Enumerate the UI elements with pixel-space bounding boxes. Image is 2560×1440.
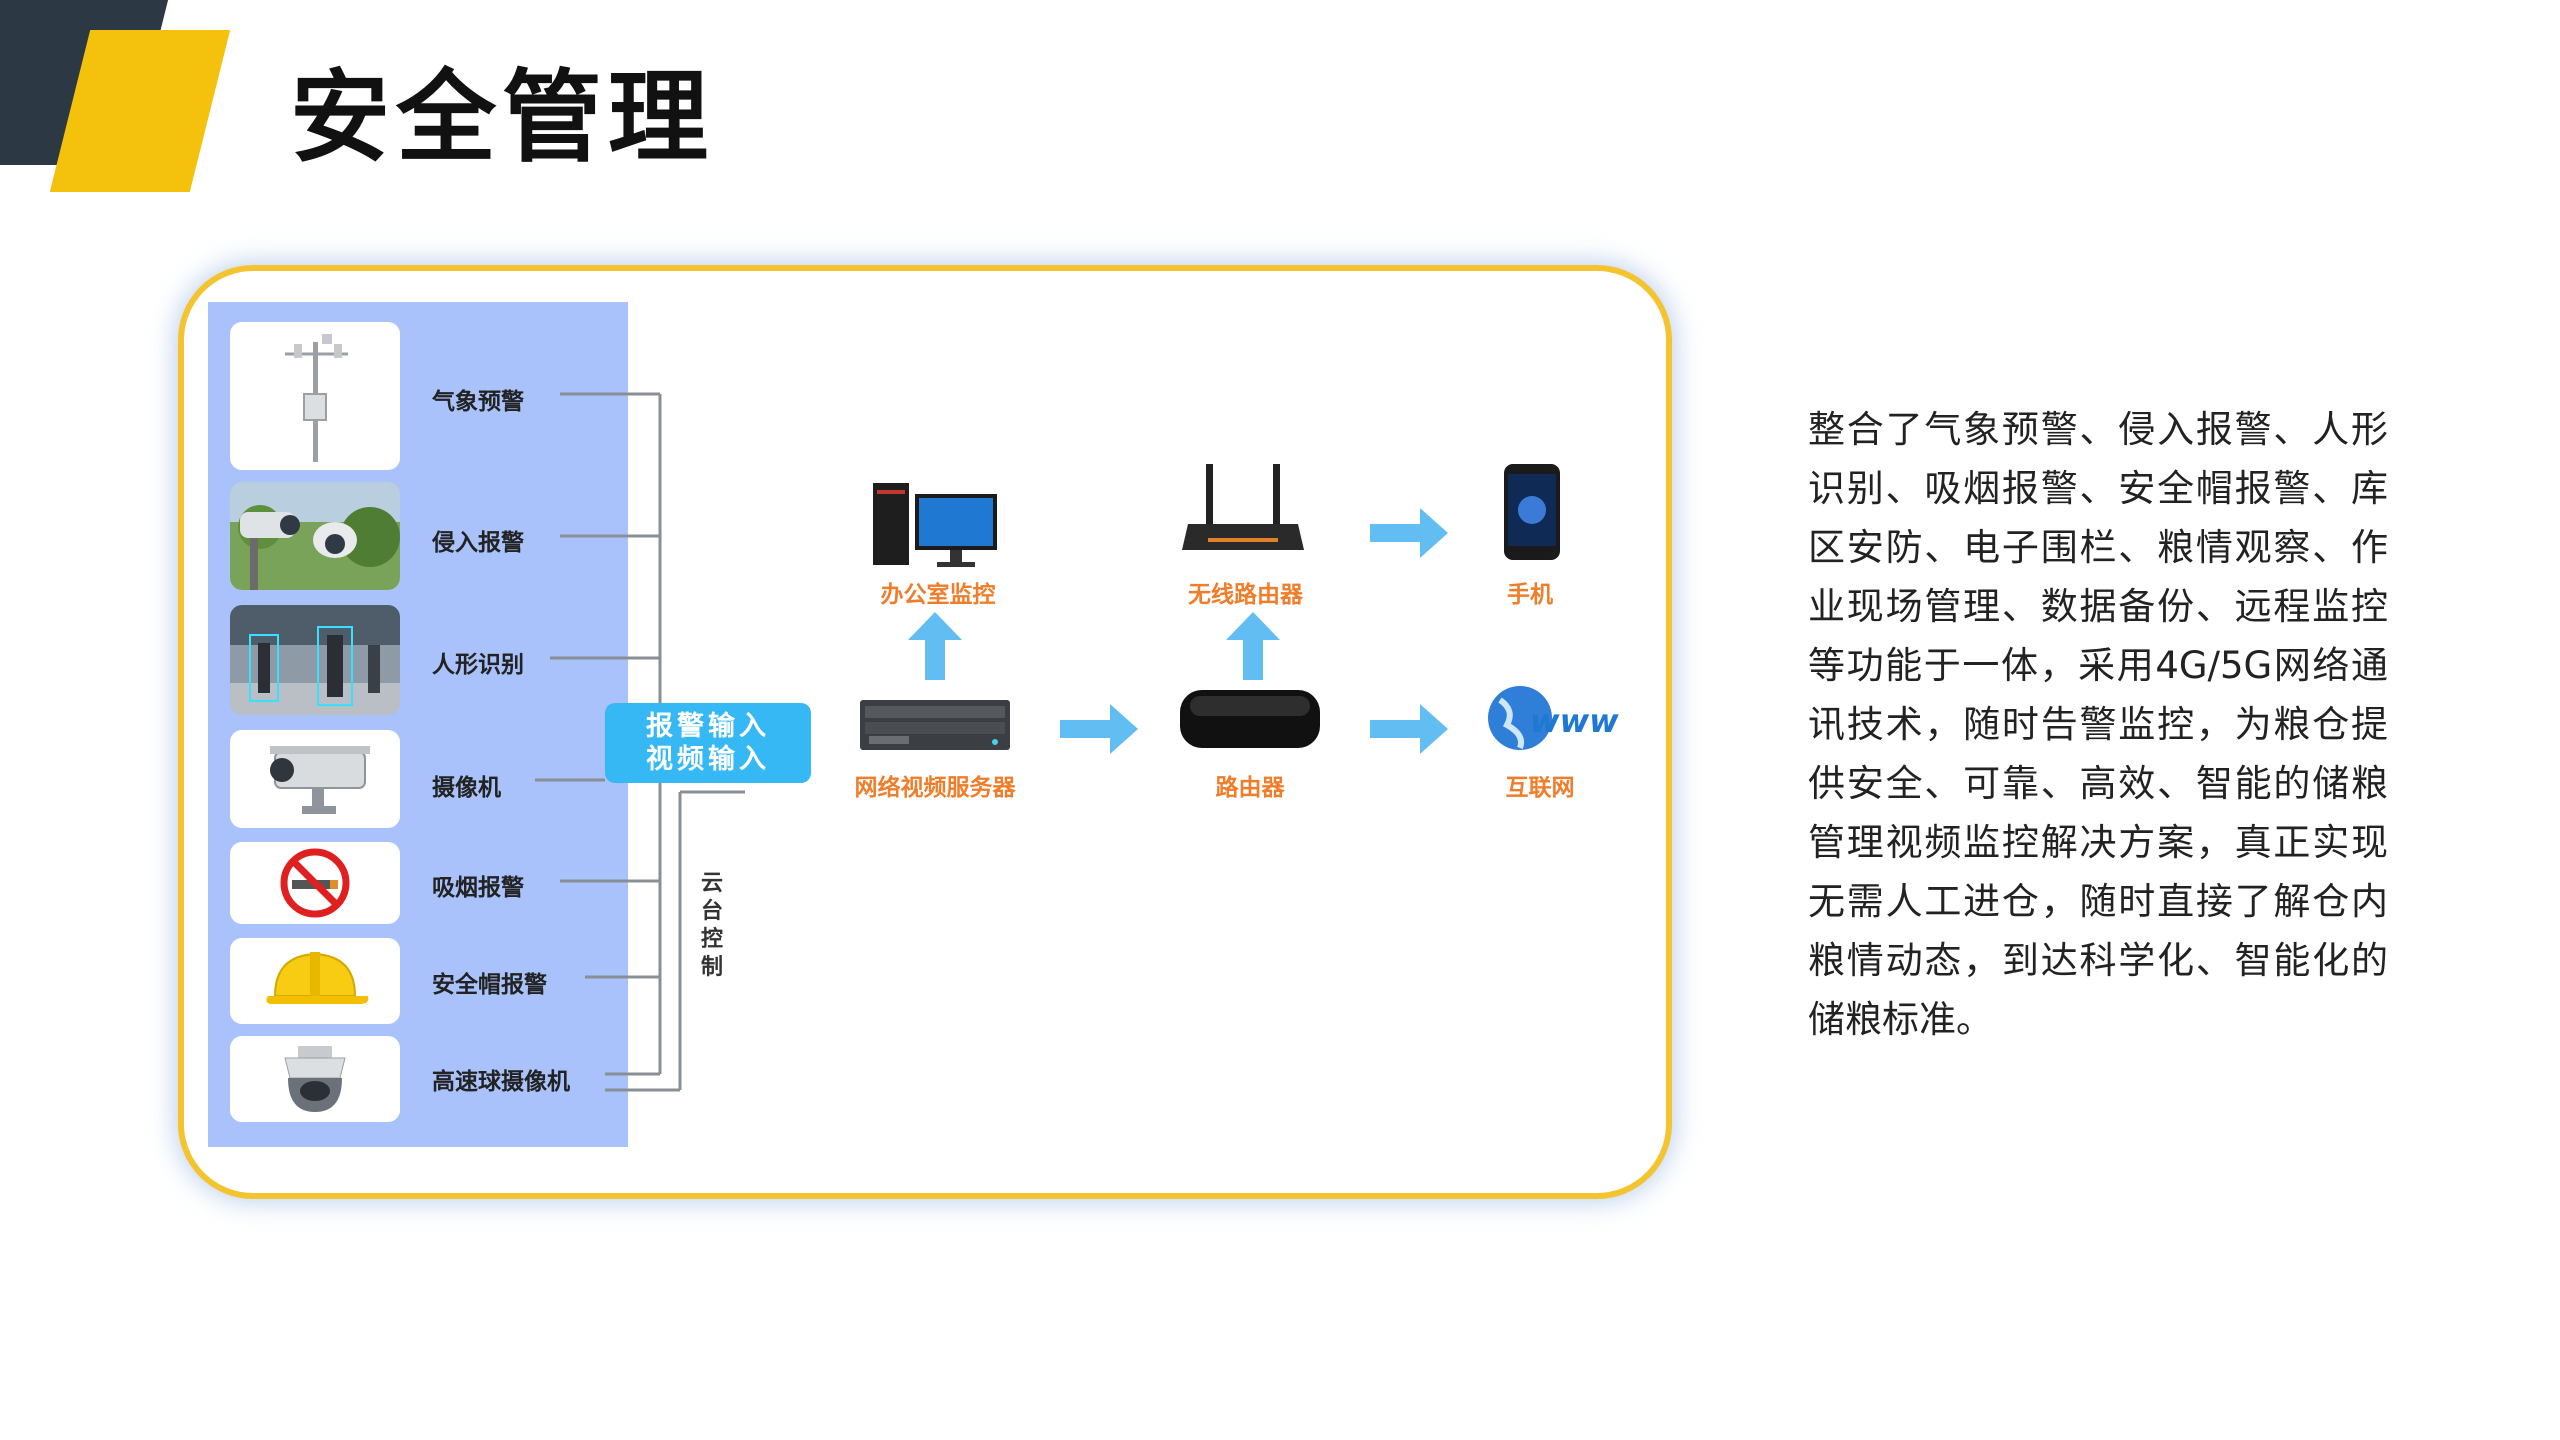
device-label-smoking: 吸烟报警: [432, 875, 524, 901]
device-card-camera: [230, 730, 400, 828]
arrow-server-to-office: [908, 612, 962, 680]
www-text: www: [1530, 702, 1619, 740]
phone-label: 手机: [1507, 582, 1553, 608]
device-label-dome: 高速球摄像机: [432, 1069, 570, 1095]
video-server-label: 网络视频服务器: [854, 775, 1016, 801]
device-label-intrusion: 侵入报警: [432, 530, 524, 556]
office-computer-icon: [873, 483, 997, 567]
no-smoking-icon: [280, 848, 350, 918]
device-label-helmet: 安全帽报警: [432, 972, 547, 998]
arrow-server-to-router: [1060, 704, 1138, 754]
description-text: 整合了气象预警、侵入报警、人形识别、吸烟报警、安全帽报警、库区安防、电子围栏、粮…: [1808, 408, 2388, 1041]
internet-globe-icon: www: [1475, 680, 1619, 760]
box-camera-icon: [270, 746, 370, 814]
mobile-phone-icon: [1504, 464, 1560, 560]
internet-label: 互联网: [1505, 775, 1575, 801]
arrow-router-to-wireless: [1226, 612, 1280, 680]
arrow-router-to-internet: [1370, 704, 1448, 754]
office-monitor-label: 办公室监控: [880, 582, 996, 608]
video-server-icon: [860, 700, 1010, 750]
badge-line-alarm: 报警输入: [646, 711, 770, 742]
device-label-pedestrian: 人形识别: [432, 652, 524, 678]
device-card-intrusion: [230, 482, 400, 590]
badge-line-video: 视频输入: [646, 744, 770, 775]
weather-station-icon: [285, 334, 348, 462]
security-camera-icon: [230, 482, 400, 590]
page-title: 安全管理: [290, 59, 714, 176]
alarm-video-input-badge: 报警输入 视频输入: [605, 703, 811, 783]
router-icon: [1180, 690, 1320, 748]
wireless-router-label: 无线路由器: [1188, 582, 1303, 608]
dome-camera-icon: [284, 1046, 346, 1112]
device-card-pedestrian: [230, 605, 400, 715]
device-card-dome: [230, 1036, 400, 1122]
device-card-smoking: [230, 842, 400, 924]
device-label-weather: 气象预警: [432, 389, 524, 415]
pedestrian-detection-icon: [230, 605, 400, 715]
safety-helmet-icon: [266, 952, 369, 1004]
arrow-wireless-to-phone: [1370, 508, 1448, 558]
device-card-helmet: [230, 938, 400, 1024]
ptz-control-label: 云台控制: [700, 871, 723, 980]
router-label: 路由器: [1215, 775, 1285, 801]
wireless-router-icon: [1182, 464, 1304, 550]
device-card-weather: [230, 322, 400, 470]
device-label-camera: 摄像机: [432, 775, 501, 801]
